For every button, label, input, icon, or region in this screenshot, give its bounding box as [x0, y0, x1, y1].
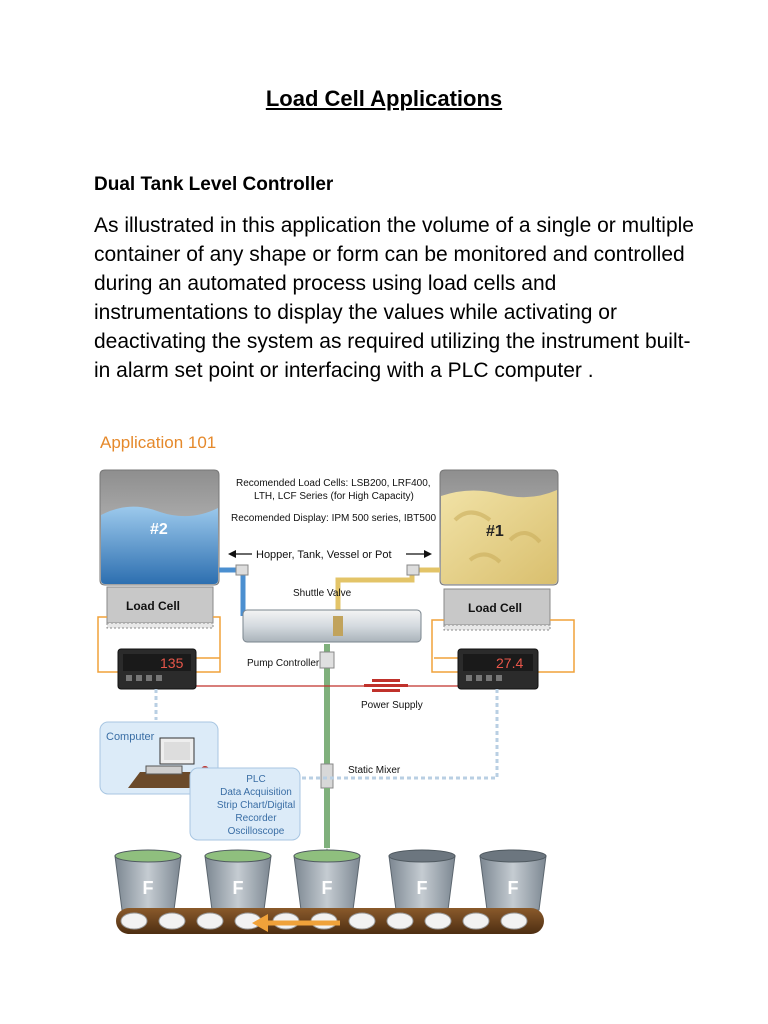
conveyor-roller [462, 912, 490, 930]
bucket: F [388, 849, 456, 911]
shuttle-valve-label: Shuttle Valve [293, 588, 352, 599]
pump-controller-label: Pump Controller [247, 658, 320, 669]
plc-line-3: Strip Chart/Digital [217, 800, 295, 811]
recommended-load-cells-line2: LTH, LCF Series (for High Capacity) [254, 491, 414, 502]
display-right-value: 27.4 [496, 655, 523, 671]
load-cell-left-label: Load Cell [126, 599, 180, 613]
conveyor-roller [500, 912, 528, 930]
bucket-logo: F [233, 878, 244, 898]
bucket-logo: F [322, 878, 333, 898]
diagram-title: Application 101 [100, 433, 216, 452]
conveyor-roller [386, 912, 414, 930]
tank-left: #2 [99, 469, 220, 586]
section-heading: Dual Tank Level Controller [94, 174, 334, 195]
plc-line-2: Data Acquisition [220, 787, 292, 798]
pump-and-pipe: Pump Controller Static Mixer [247, 644, 401, 860]
bucket-logo: F [508, 878, 519, 898]
display-left: 135 [117, 648, 197, 690]
body-paragraph: As illustrated in this application the v… [94, 214, 694, 382]
computer-label: Computer [106, 731, 155, 743]
bucket: F [293, 849, 361, 911]
hopper-label: Hopper, Tank, Vessel or Pot [256, 549, 392, 561]
bucket-logo: F [143, 878, 154, 898]
bucket: F [204, 849, 272, 911]
tank-right-label: #1 [486, 523, 504, 540]
load-cell-right: Load Cell [443, 588, 551, 631]
data-cables [154, 689, 499, 780]
plc-line-1: PLC [246, 774, 265, 785]
shuttle-valve [242, 609, 422, 643]
recommended-load-cells-line1: Recomended Load Cells: LSB200, LRF400, [236, 478, 431, 489]
tank-right: #1 [439, 469, 559, 586]
document-title: Load Cell Applications [265, 86, 503, 111]
bucket-logo: F [417, 878, 428, 898]
recommended-display: Recomended Display: IPM 500 series, IBT5… [231, 513, 437, 524]
conveyor-roller [120, 912, 148, 930]
conveyor-belt [116, 908, 544, 934]
signal-lines [97, 616, 575, 673]
bucket: F [114, 849, 182, 911]
plc-box: PLC Data Acquisition Strip Chart/Digital… [189, 767, 301, 841]
power-supply: Power Supply [196, 679, 458, 711]
plc-line-5: Oscilloscope [228, 826, 285, 837]
conveyor-roller [348, 912, 376, 930]
computer-box: Computer [99, 721, 219, 795]
conveyor-roller [158, 912, 186, 930]
bucket: F [479, 849, 547, 911]
application-diagram: Application 101 Recomended Load Cells: L… [0, 420, 768, 950]
load-cell-right-label: Load Cell [468, 601, 522, 615]
hopper-label-group: Hopper, Tank, Vessel or Pot [228, 549, 432, 561]
display-right: 27.4 [457, 648, 539, 690]
load-cell-left: Load Cell [106, 586, 214, 629]
tank-pipes: Shuttle Valve [219, 564, 440, 616]
display-left-value: 135 [160, 655, 184, 671]
static-mixer-label: Static Mixer [348, 765, 401, 776]
power-supply-label: Power Supply [361, 700, 423, 711]
plc-line-4: Recorder [235, 813, 277, 824]
tank-left-label: #2 [150, 521, 168, 538]
conveyor-roller [424, 912, 452, 930]
conveyor-roller [196, 912, 224, 930]
